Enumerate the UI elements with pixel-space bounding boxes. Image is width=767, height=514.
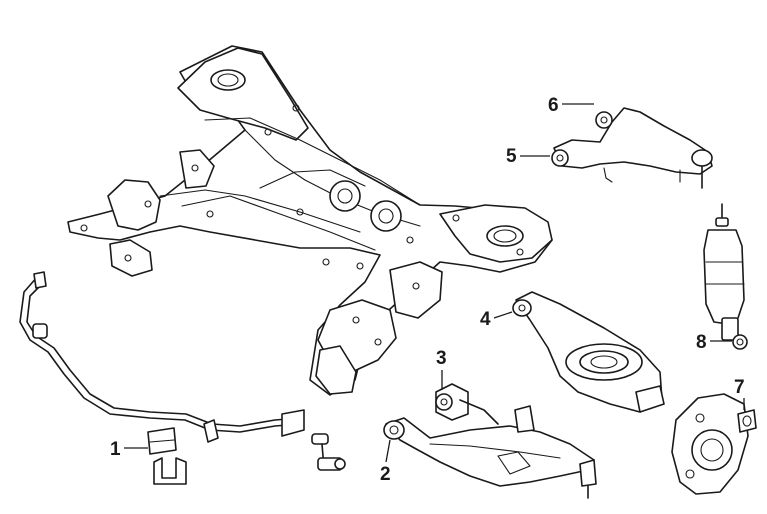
callout-label-6: 6 <box>548 95 559 116</box>
callout-label-1: 1 <box>110 439 121 460</box>
callout-label-4: 4 <box>480 309 491 330</box>
callout-4: 4 <box>480 309 513 330</box>
lower-arm-bushing <box>435 383 499 425</box>
callout-label-2: 2 <box>380 464 391 485</box>
rear-knuckle <box>671 393 749 495</box>
callout-label-8: 8 <box>696 332 707 353</box>
stabilizer-bushing <box>147 427 187 485</box>
rear-subframe <box>67 45 553 396</box>
callout-1: 1 <box>110 439 148 460</box>
callout-8: 8 <box>696 332 732 353</box>
callout-7: 7 <box>734 377 745 410</box>
callout-2: 2 <box>380 439 391 485</box>
upper-control-arm <box>551 107 713 189</box>
callout-3: 3 <box>436 348 447 390</box>
stabilizer-bar <box>19 271 305 443</box>
callout-5: 5 <box>506 146 550 167</box>
shock-absorber <box>703 203 748 350</box>
stabilizer-link <box>311 433 346 471</box>
lower-control-arm <box>383 405 597 499</box>
callout-label-7: 7 <box>734 377 745 398</box>
callout-label-3: 3 <box>436 348 447 369</box>
knuckle-bushing <box>737 409 757 433</box>
callout-label-5: 5 <box>506 146 517 167</box>
callout-6: 6 <box>548 95 594 116</box>
trailing-arm <box>512 291 665 413</box>
